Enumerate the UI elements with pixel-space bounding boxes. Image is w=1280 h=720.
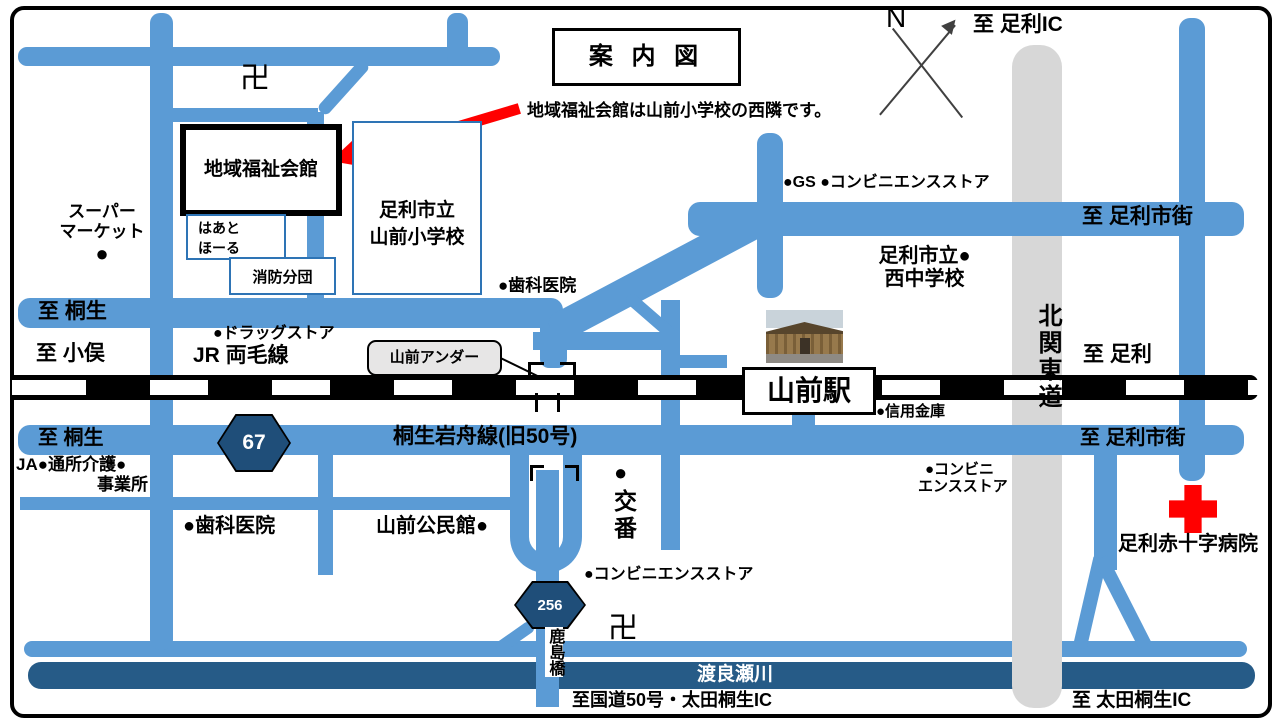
road-thin-south-horizontal: [20, 497, 516, 510]
underpass-bracket-mark: [576, 465, 579, 481]
title-box: 案 内 図: [552, 28, 741, 86]
road-hospital-vertical: [1094, 455, 1117, 570]
welfare-hall-box: 地域福祉会館: [180, 124, 342, 216]
river-label: 渡良瀬川: [697, 664, 774, 685]
railway-dashes: [12, 380, 1258, 395]
underpass-bracket-mark: [528, 362, 544, 365]
compass-north-label: N: [886, 2, 907, 33]
ja-daycare-line2: 事業所: [97, 474, 148, 494]
road-underpass-horizontal: [533, 332, 675, 350]
poi-shinkin-bank: ●信用金庫: [876, 403, 946, 420]
supermarket-dot: ●: [95, 241, 109, 267]
underpass-bracket-mark: [530, 465, 544, 468]
railway-jr-ryomo-label: JR 両毛線: [193, 344, 289, 367]
elementary-school-box: 足利市立 山前小学校: [352, 121, 482, 295]
riverside-road: [24, 641, 1247, 657]
fire-brigade-label: 消防分団: [252, 268, 313, 286]
junior-high-line1: 足利市立●: [878, 245, 971, 267]
ja-daycare-line1: JA●通所介護●: [16, 455, 127, 474]
temple-south-icon: 卍: [608, 612, 638, 645]
road-top-stub-vertical: [447, 13, 468, 66]
temple-north-icon: 卍: [240, 62, 270, 95]
underpass-bracket-mark: [573, 362, 576, 379]
route-67-number: 67: [242, 431, 266, 454]
road-underpass-u-ramp: [510, 455, 582, 573]
station-photo: [766, 310, 843, 363]
route-256-number: 256: [537, 596, 563, 614]
poi-community-center: 山前公民館●: [376, 515, 489, 537]
underpass-wall-dash: [535, 393, 538, 412]
elementary-school-label-line1: 足利市立: [378, 200, 455, 221]
road-kiryu-iwafune: [18, 425, 1244, 455]
poi-supermarket: スーパー マーケット ●: [50, 202, 154, 266]
underpass-wall-dash: [557, 393, 560, 412]
railway-jr-ryomo: [12, 375, 1258, 400]
road-top-horizontal: [18, 47, 500, 66]
station-label: 山前駅: [766, 374, 851, 406]
dest-kiryu-north: 至 桐生: [38, 300, 107, 323]
heart-hall-label-line1: はあと: [198, 220, 240, 236]
map-border: [10, 6, 1272, 718]
road-east-vertical: [1179, 18, 1205, 481]
heart-hall-box: はあと ほーる: [186, 214, 286, 260]
road-dental-vertical: [318, 455, 333, 575]
road-temple-horizontal: [158, 108, 318, 122]
poi-police-label: 交番: [610, 489, 637, 543]
convenience-east-line1: ●コンビニ: [925, 461, 995, 478]
junior-high-line2: 西中学校: [884, 268, 965, 290]
bridge-label: 鹿島橋: [545, 627, 564, 677]
road-ashikaga-city-north: [688, 202, 1244, 236]
poi-convenience-east: ●コンビニ エンスストア: [918, 461, 1008, 496]
watarase-river-band: [28, 662, 1255, 689]
dest-ashikaga-ic: 至 足利IC: [973, 13, 1063, 36]
road-underpass-north-stub: [540, 328, 567, 368]
page-title: 案 内 図: [588, 43, 705, 71]
road-kiryu-north: [18, 298, 563, 328]
heart-hall-label-line2: ほーる: [198, 240, 240, 256]
road-west-vertical: [150, 13, 173, 650]
dest-ashikaga-city-south: 至 足利市街: [1080, 427, 1186, 449]
welfare-hall-label: 地域福祉会館: [203, 159, 318, 181]
poi-convenience-south: ●コンビニエンスストア: [584, 566, 754, 583]
route-67-badge: 67: [217, 414, 291, 472]
poi-dental-south: ●歯科医院: [183, 515, 276, 537]
supermarket-line1: スーパー: [68, 202, 136, 221]
road-station-west-stub: [676, 355, 727, 368]
underpass-callout-box: 山前アンダー: [367, 340, 502, 376]
note-text: 地域福祉会館は山前小学校の西隣です。: [527, 101, 832, 120]
expressway-label: 北関東道: [1034, 303, 1061, 411]
underpass-bracket-mark: [530, 465, 533, 481]
dest-ashikaga-city-north: 至 足利市街: [1082, 205, 1193, 228]
dest-omata: 至 小俣: [36, 342, 105, 365]
dest-ota-kiryu-ic: 至 太田桐生IC: [1072, 690, 1192, 711]
dest-kiryu-south: 至 桐生: [38, 427, 104, 449]
poi-dental-north: ●歯科医院: [498, 276, 577, 295]
dest-route50-ota-kiryu-ic: 至国道50号・太田桐生IC: [572, 690, 773, 710]
junior-high-label: 足利市立● 西中学校: [852, 245, 997, 291]
station-box: 山前駅: [742, 367, 876, 415]
elementary-school-label-line2: 山前小学校: [369, 227, 465, 248]
underpass-label: 山前アンダー: [389, 349, 480, 367]
poi-drugstore: ●ドラッグストア: [213, 325, 335, 342]
poi-ja-daycare: JA●通所介護● 事業所: [16, 455, 162, 494]
underpass-bracket-mark: [565, 465, 579, 468]
fire-brigade-box: 消防分団: [229, 257, 336, 295]
poi-police-dot: ●: [614, 460, 628, 485]
supermarket-line2: マーケット: [59, 221, 145, 241]
underpass-bracket-mark: [560, 362, 576, 365]
dest-ashikaga: 至 足利: [1083, 343, 1152, 366]
convenience-east-line2: エンスストア: [918, 478, 1008, 496]
route-256-badge: 256: [514, 581, 586, 629]
poi-gs-convenience: ●GS ●コンビニエンスストア: [783, 174, 990, 191]
poi-hospital-label: 足利赤十字病院: [1118, 533, 1258, 555]
road-kiryu-iwafune-label: 桐生岩舟線(旧50号): [393, 425, 578, 448]
